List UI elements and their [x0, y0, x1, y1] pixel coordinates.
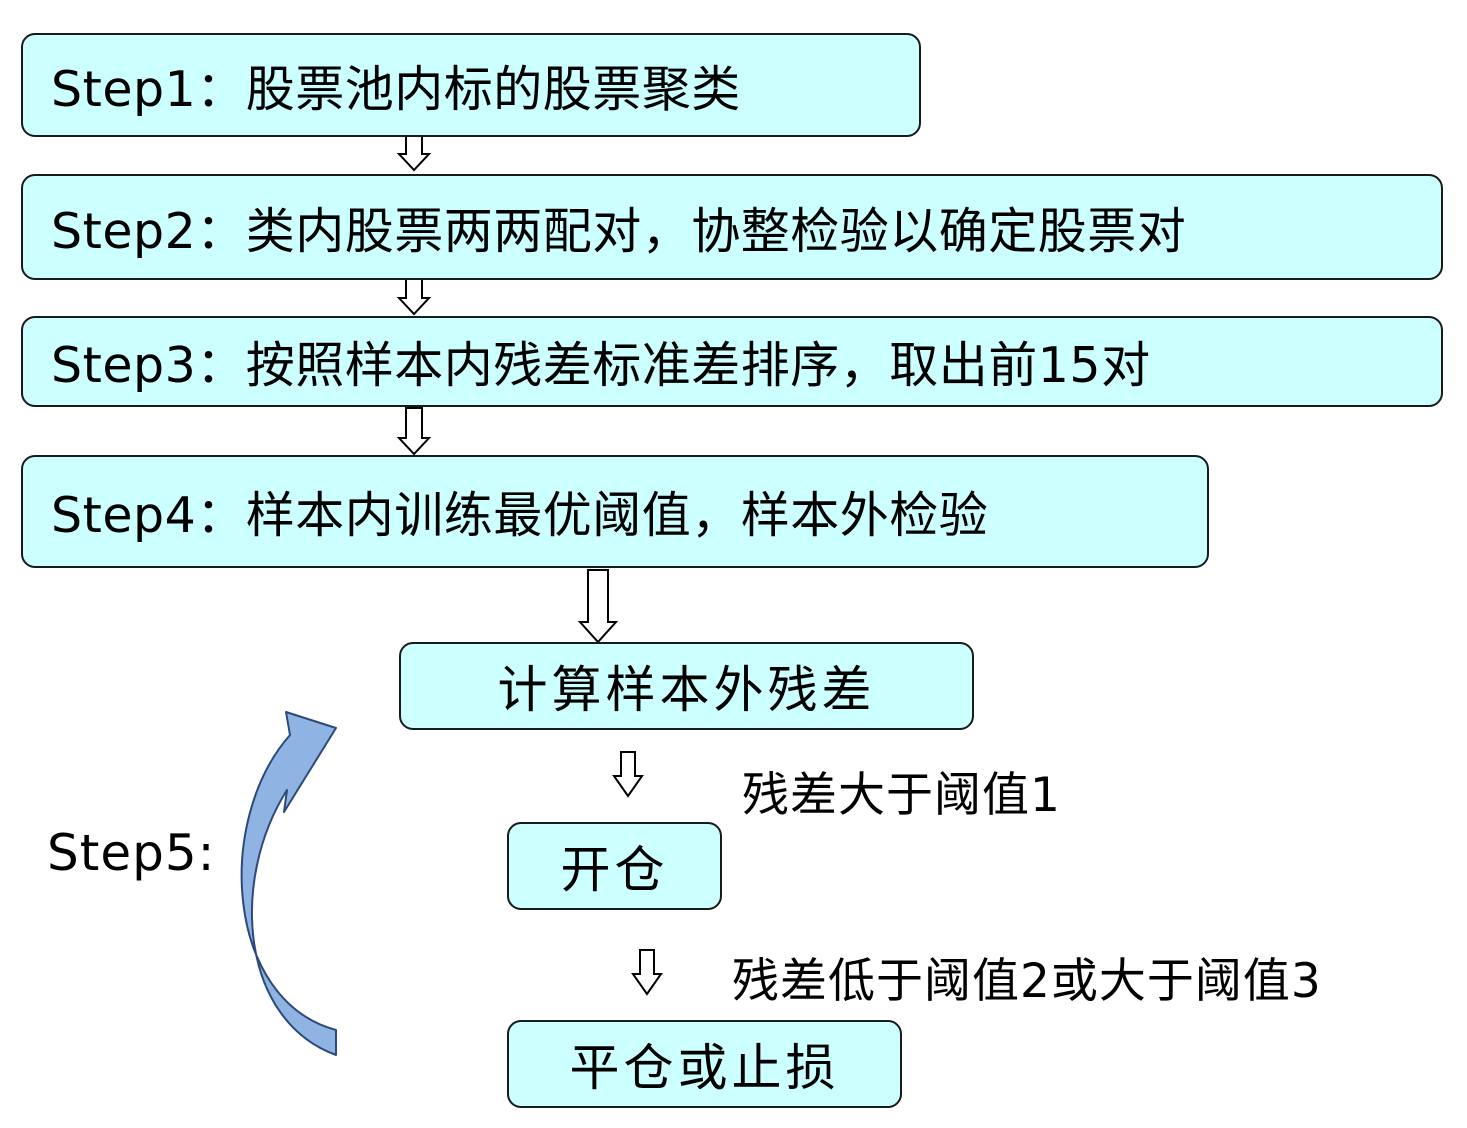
down-arrow-3-4	[396, 407, 432, 456]
step3-box: Step3：按照样本内残差标准差排序，取出前15对	[21, 316, 1443, 407]
down-arrow-open-close	[631, 949, 663, 996]
step2-box: Step2：类内股票两两配对，协整检验以确定股票对	[21, 174, 1443, 280]
step4-box: Step4：样本内训练最优阈值，样本外检验	[21, 455, 1209, 568]
compute-residual-box: 计算样本外残差	[399, 642, 974, 730]
down-arrow-4-compute	[577, 569, 619, 644]
open-position-text: 开仓	[560, 841, 669, 899]
close-position-box: 平仓或止损	[507, 1020, 902, 1108]
close-position-text: 平仓或止损	[569, 1039, 840, 1097]
compute-residual-text: 计算样本外残差	[497, 661, 876, 719]
down-arrow-compute-open	[612, 751, 644, 798]
condition-open-label: 残差大于阈值1	[742, 768, 1061, 823]
step4-text: Step4：样本内训练最优阈值，样本外检验	[51, 487, 989, 544]
step1-text: Step1：股票池内标的股票聚类	[51, 60, 741, 118]
loop-arrow	[240, 711, 337, 1056]
step1-box: Step1：股票池内标的股票聚类	[21, 33, 921, 137]
step2-text: Step2：类内股票两两配对，协整检验以确定股票对	[51, 202, 1187, 260]
open-position-box: 开仓	[507, 822, 722, 910]
condition-close-label: 残差低于阈值2或大于阈值3	[732, 954, 1322, 1009]
step3-text: Step3：按照样本内残差标准差排序，取出前15对	[51, 337, 1151, 394]
step5-label: Step5:	[47, 824, 216, 882]
